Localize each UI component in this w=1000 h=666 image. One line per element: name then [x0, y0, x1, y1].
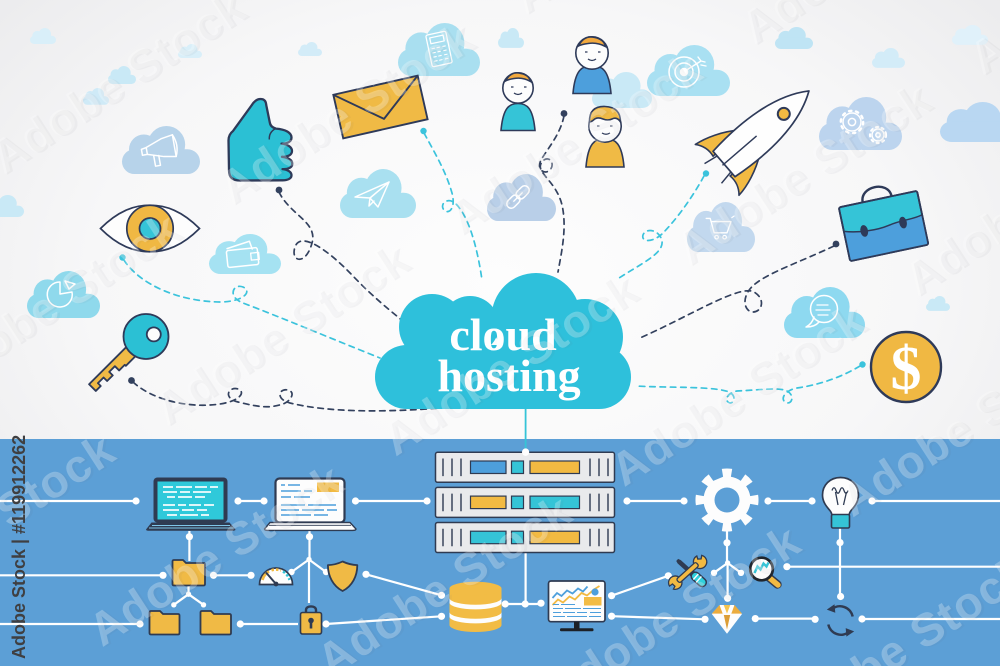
svg-text:cloud: cloud	[449, 309, 557, 360]
svg-text:$: $	[891, 335, 922, 403]
svg-text:hosting: hosting	[437, 350, 580, 401]
svg-text:Adobe Stock | #119912262: Adobe Stock | #119912262	[9, 435, 29, 659]
